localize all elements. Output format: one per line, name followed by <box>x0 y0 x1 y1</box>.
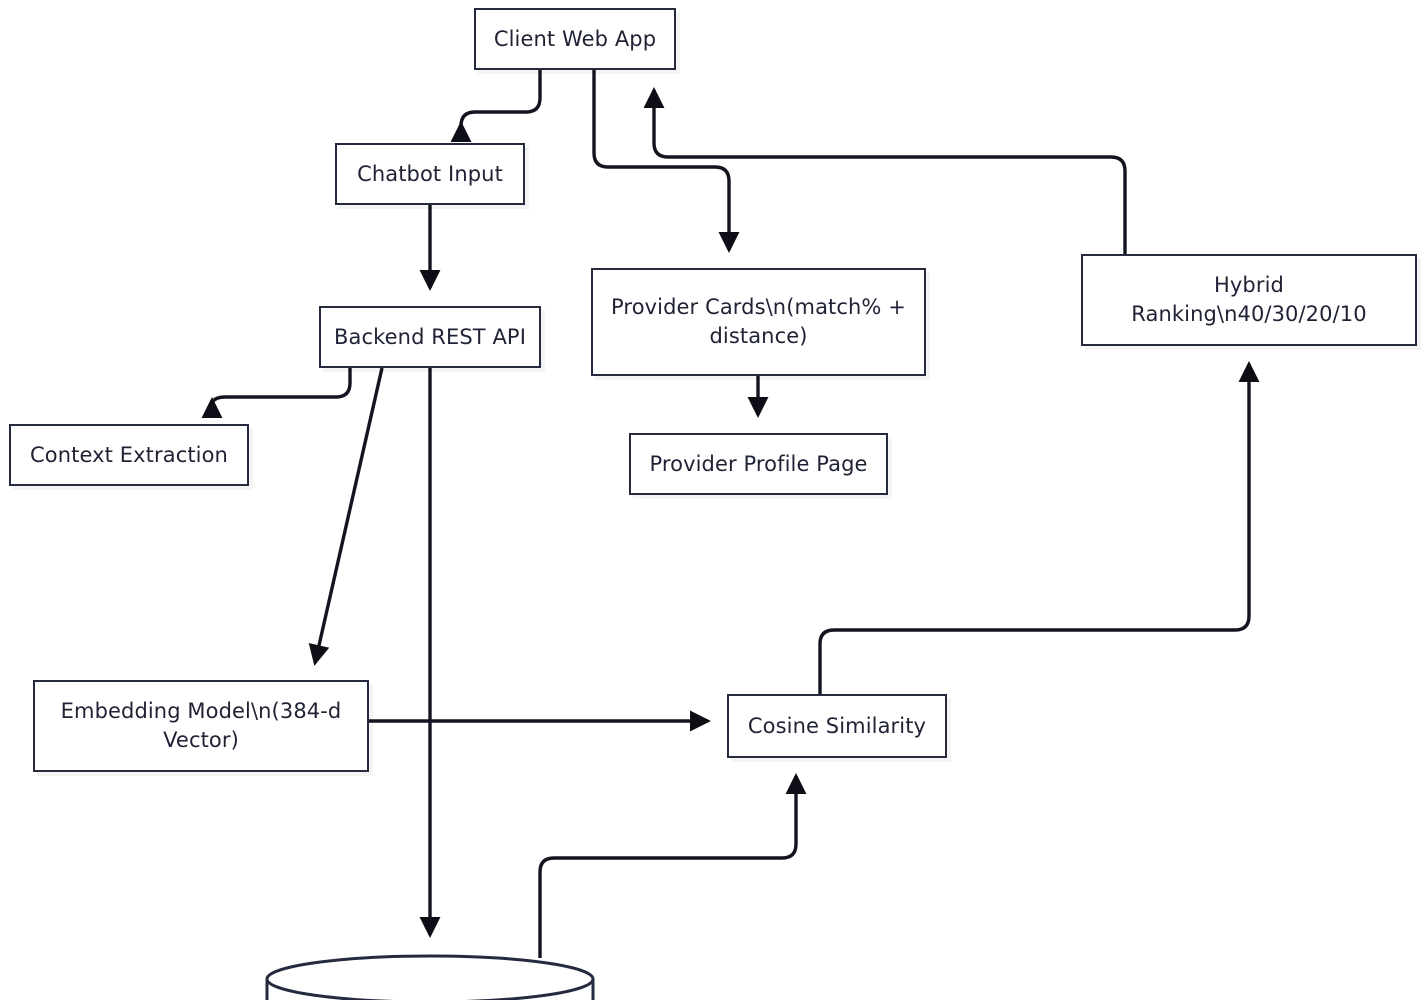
node-context-extraction[interactable]: Context Extraction <box>9 424 249 486</box>
node-backend-rest-api[interactable]: Backend REST API <box>319 306 541 368</box>
node-label-provider-cards: Provider Cards\n(match% + distance) <box>611 295 906 348</box>
node-label-cosine-similarity: Cosine Similarity <box>747 713 927 738</box>
node-chatbot-input[interactable]: Chatbot Input <box>335 143 525 205</box>
node-hybrid-ranking[interactable]: Hybrid Ranking\n40/30/20/10 <box>1081 254 1417 346</box>
node-label-client-web-app: Client Web App <box>493 26 657 51</box>
node-cosine-similarity[interactable]: Cosine Similarity <box>727 694 947 758</box>
node-label-backend-rest-api: Backend REST API <box>334 324 526 349</box>
database-cylinder-icon <box>265 954 595 1000</box>
edge-client-to-provider-cards <box>592 70 740 253</box>
node-provider-profile-page[interactable]: Provider Profile Page <box>629 433 888 495</box>
edge-database-to-cosine <box>538 773 807 958</box>
edge-backend-to-context <box>201 368 352 419</box>
edge-backend-to-embedding <box>308 367 384 666</box>
node-label-provider-profile-page: Provider Profile Page <box>649 451 868 476</box>
node-provider-cards[interactable]: Provider Cards\n(match% + distance) <box>591 268 926 376</box>
node-label-embedding-model: Embedding Model\n(384-d Vector) <box>60 699 342 752</box>
edge-cosine-to-hybrid <box>818 361 1260 694</box>
edge-client-to-chatbot <box>450 70 542 143</box>
edge-hybrid-to-client <box>643 87 1127 254</box>
node-embedding-model[interactable]: Embedding Model\n(384-d Vector) <box>33 680 369 772</box>
node-database[interactable] <box>264 953 596 1000</box>
node-label-hybrid-ranking: Hybrid Ranking\n40/30/20/10 <box>1131 273 1367 326</box>
node-client-web-app[interactable]: Client Web App <box>474 8 676 70</box>
node-label-chatbot-input: Chatbot Input <box>357 161 503 186</box>
node-label-context-extraction: Context Extraction <box>30 442 228 467</box>
